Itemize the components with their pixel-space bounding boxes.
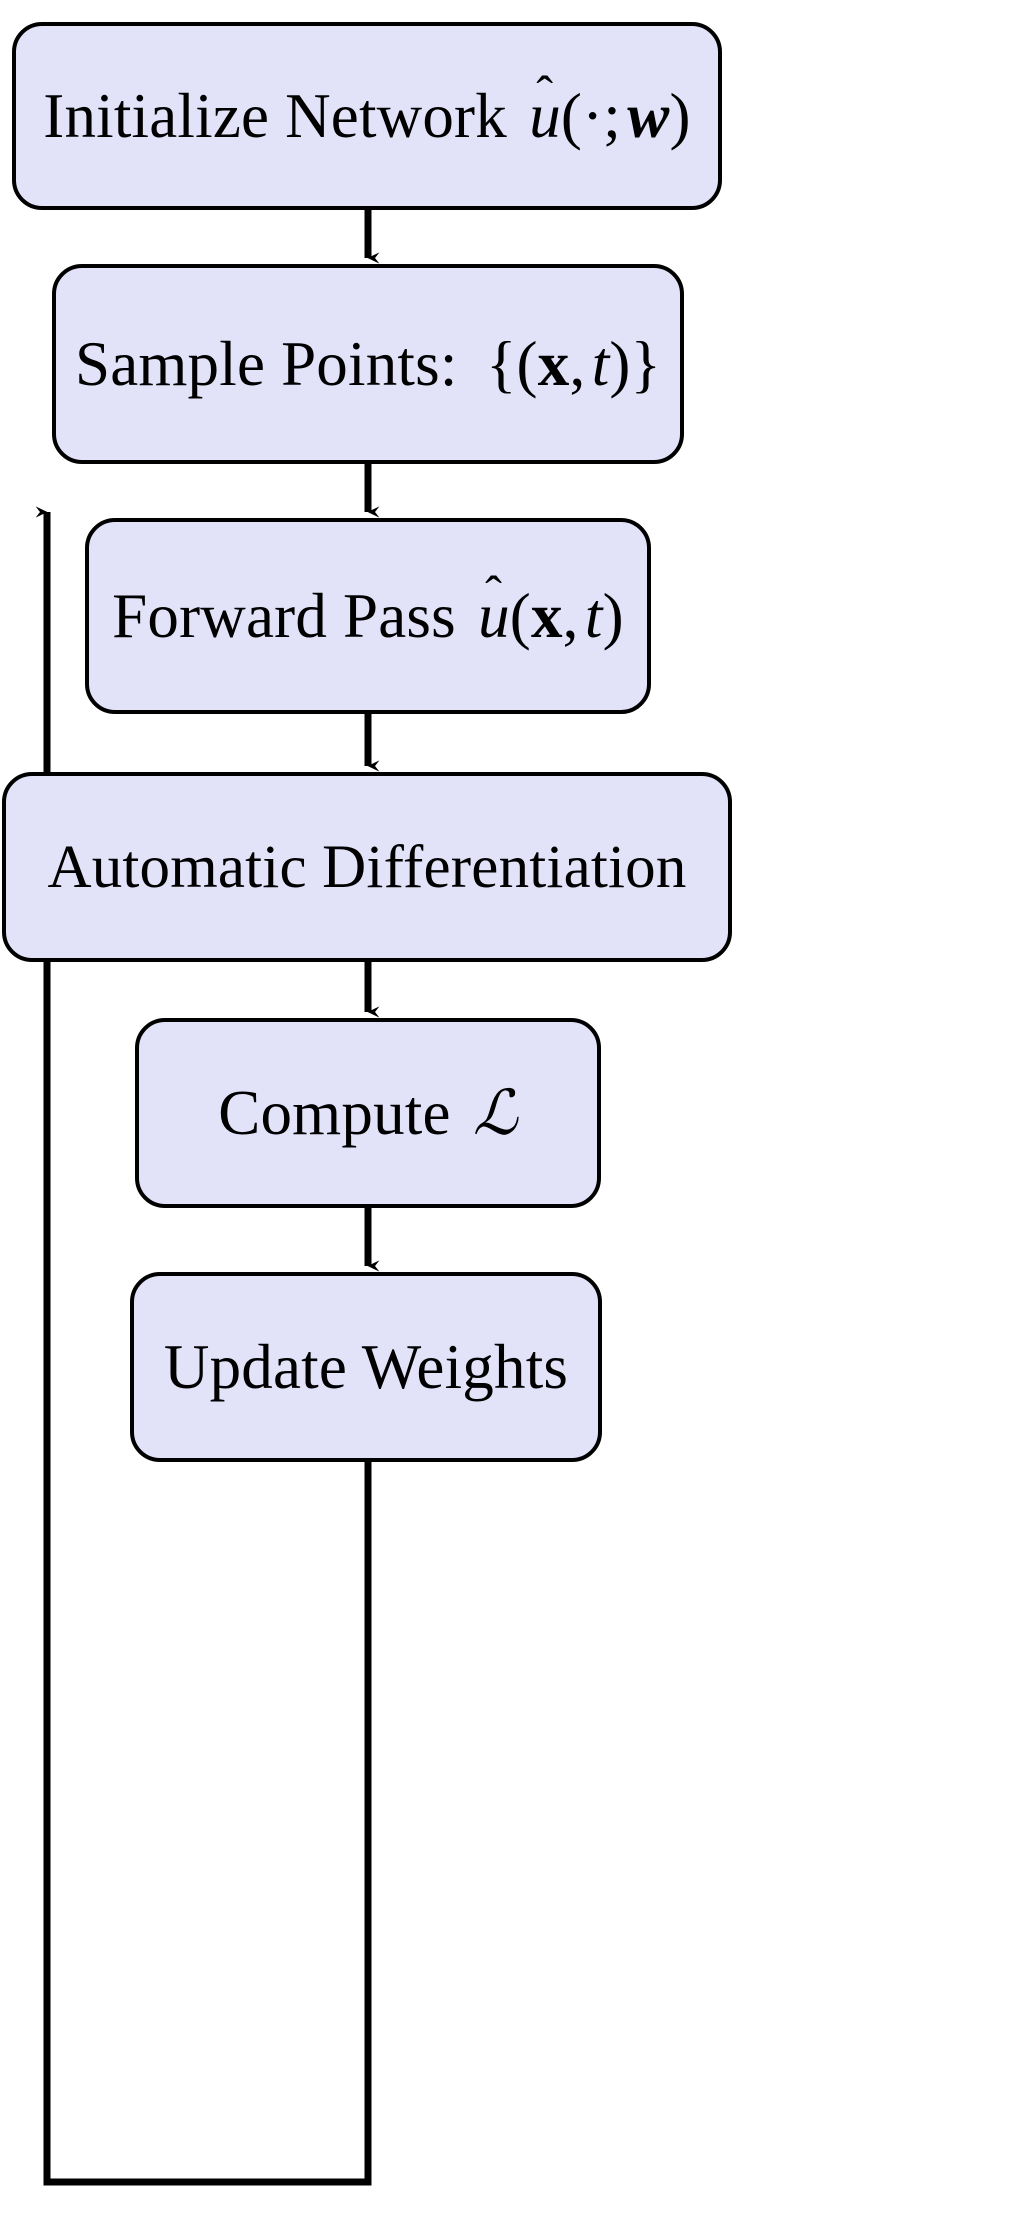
node-sample-points[interactable]: Sample Points: {(x,t)} (52, 264, 684, 464)
node-sample-points-label: Sample Points: {(x,t)} (74, 328, 662, 399)
node-update-weights[interactable]: Update Weights (130, 1272, 602, 1462)
node-compute-loss-label: Compute ℒ (218, 1075, 518, 1149)
loss-symbol: ℒ (472, 1075, 518, 1149)
node-compute-loss[interactable]: Compute ℒ (135, 1018, 601, 1208)
node-automatic-differentiation[interactable]: Automatic Differentiation (2, 772, 732, 962)
node-update-weights-label: Update Weights (163, 1331, 569, 1402)
node-automatic-differentiation-label: Automatic Differentiation (47, 833, 687, 901)
edge-update-weights-to-sample-points-feedback (35, 506, 372, 2186)
